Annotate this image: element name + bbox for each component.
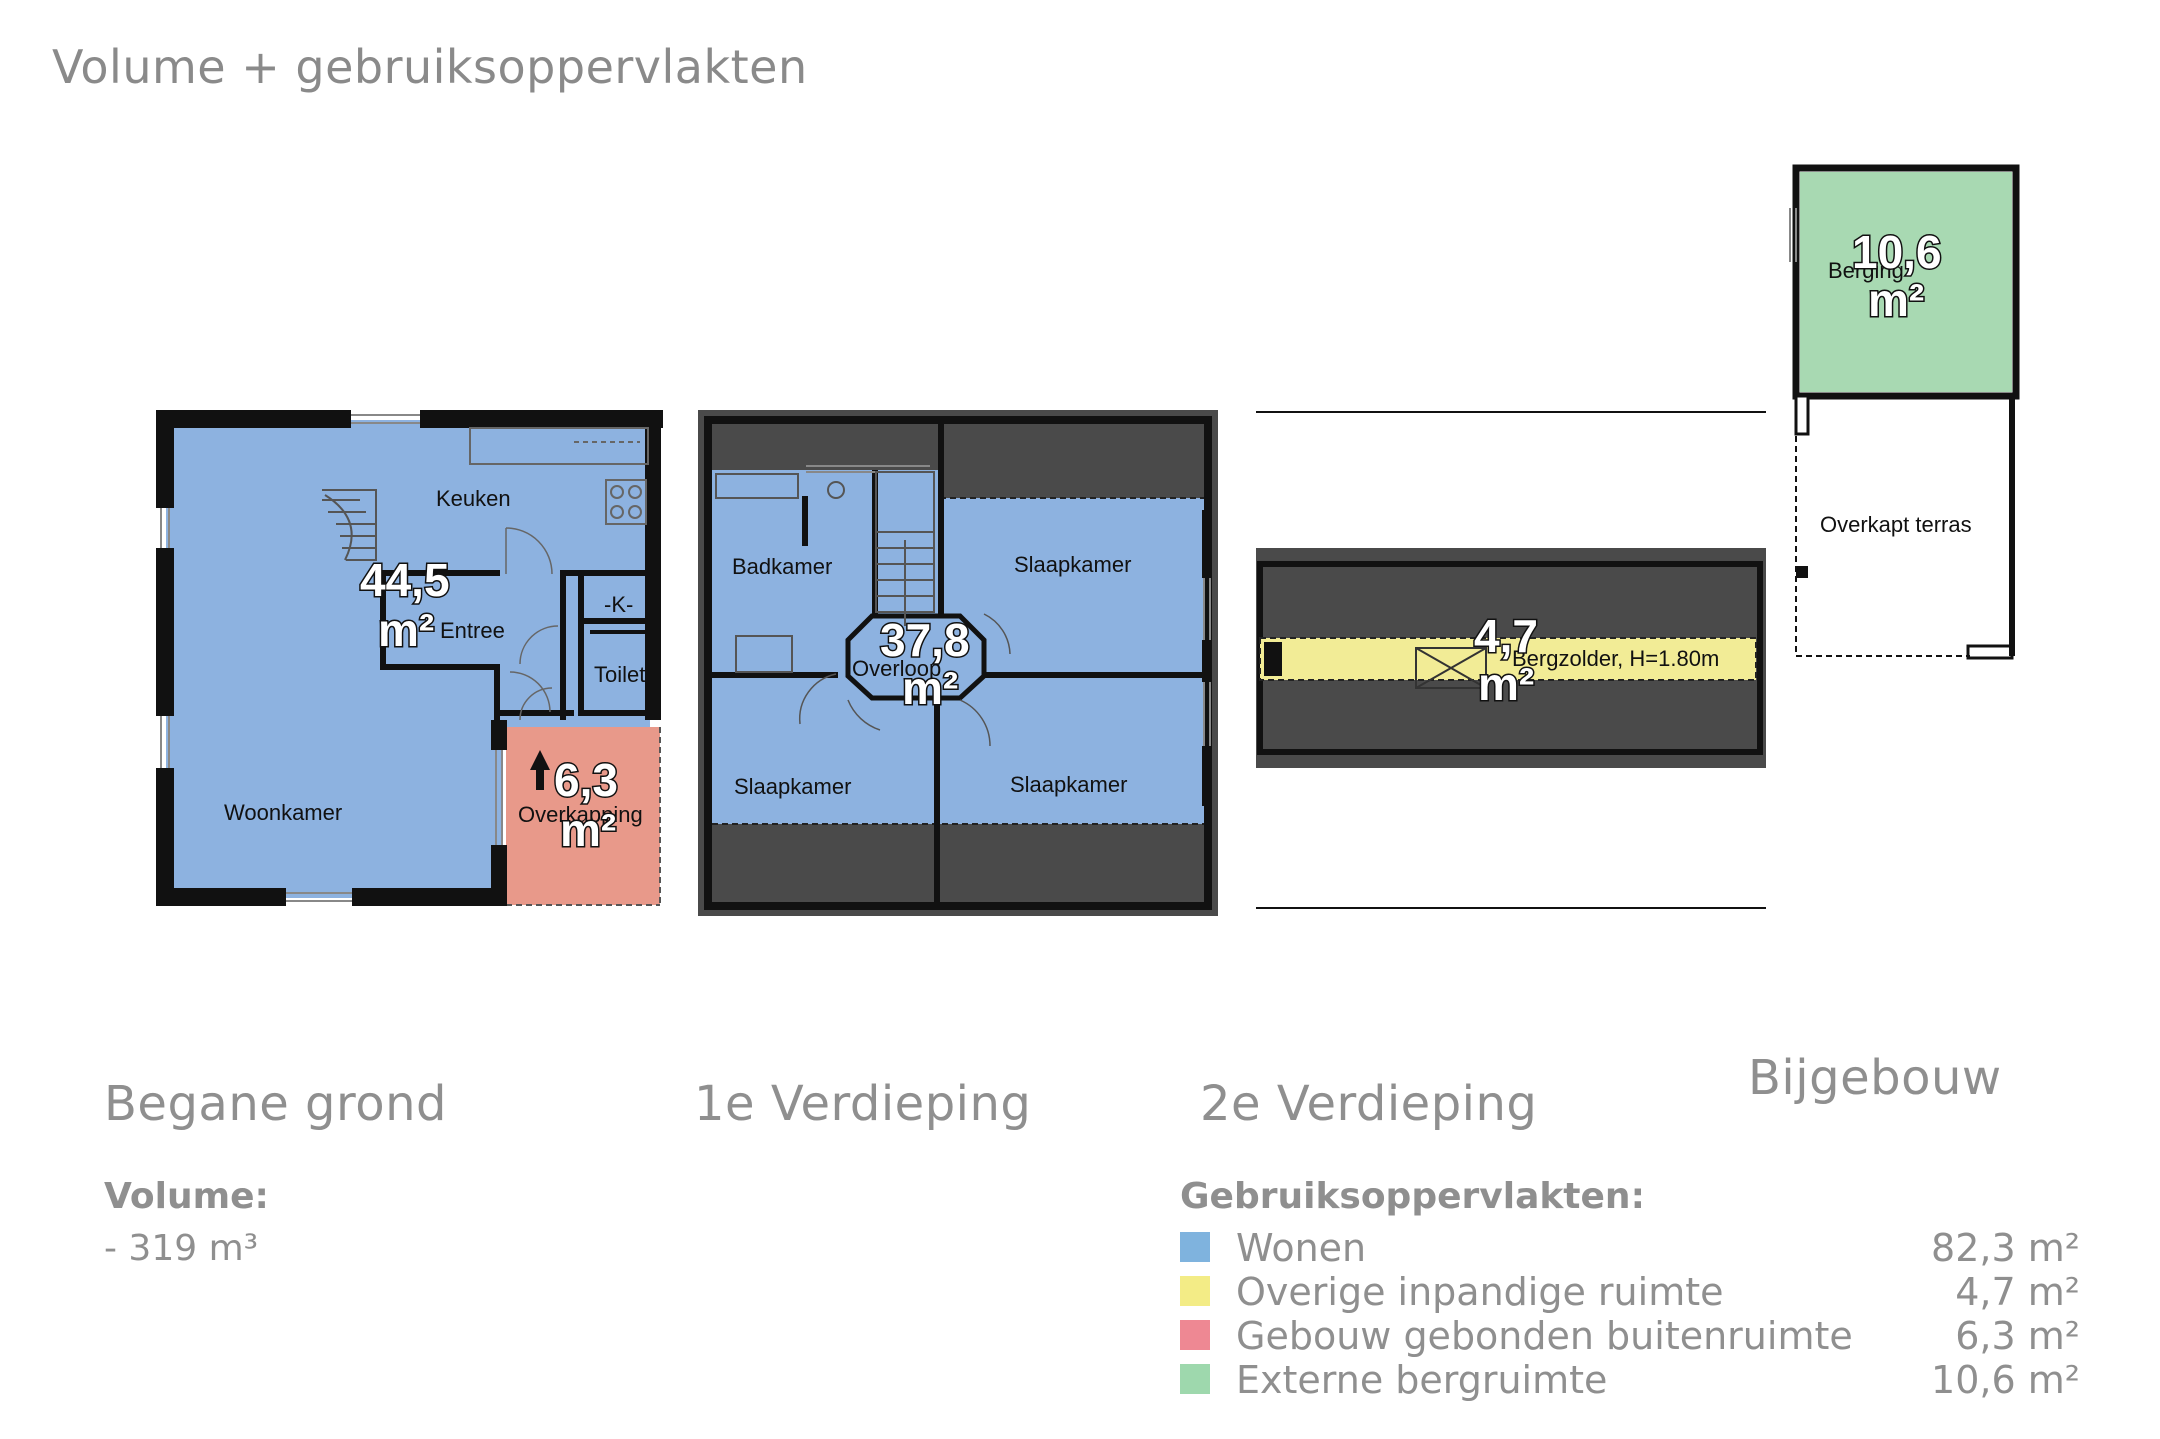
attic-storage-area [1259,637,1757,681]
volume-value: - 319 m³ [104,1228,259,1269]
living-area-ground [166,420,650,898]
room-badkamer: Badkamer [732,554,832,579]
legend-swatch [1180,1276,1210,1306]
area-value-first-living: 37,8 [880,614,970,666]
area-value-annex-shed: 10,6 [1852,226,1942,278]
room-slaapkamer-1: Slaapkamer [1014,552,1131,577]
room-woonkamer: Woonkamer [224,800,342,825]
legend-value: 82,3 m² [1931,1226,2080,1270]
room-toilet: Toilet [594,662,645,687]
shed-area [1800,172,2012,392]
ground-stair [322,489,377,561]
floor-label-second: 2e Verdieping [1200,1076,1538,1132]
legend-item-overige: Overige inpandige ruimte 4,7 m² [1180,1270,2080,1314]
ground-interior-walls [380,570,650,730]
legend-item-bergruimte: Externe bergruimte 10,6 m² [1180,1358,2080,1402]
legend-item-buitenruimte: Gebouw gebonden buitenruimte 6,3 m² [1180,1314,2080,1358]
legend-label: Wonen [1236,1226,1367,1270]
area-unit-ground-living: m² [378,604,434,656]
legend-label: Overige inpandige ruimte [1236,1270,1724,1314]
room-slaapkamer-3: Slaapkamer [1010,772,1127,797]
area-value-ground-living: 44,5 [360,554,450,606]
room-keuken: Keuken [436,486,511,511]
area-value-ground-outdoor: 6,3 [554,754,618,806]
room-overloop: Overloop [852,656,941,681]
legend-swatch [1180,1232,1210,1262]
overkapping-area [506,727,660,905]
annex-plan: Berging Overkapt terras 10,6 m² [1789,164,2020,660]
ground-exterior-walls [156,410,663,906]
area-unit-ground-outdoor: m² [560,804,616,856]
legend-item-wonen: Wonen 82,3 m² [1180,1226,2080,1270]
legend-swatch [1180,1364,1210,1394]
area-unit-second-storage: m² [1478,658,1534,710]
floor-label-ground: Begane grond [104,1076,447,1132]
room-berging: Berging [1828,258,1904,283]
legend-label: Externe bergruimte [1236,1358,1608,1402]
floor-label-annex: Bijgebouw [1748,1050,2002,1106]
area-unit-annex-shed: m² [1868,274,1924,326]
area-unit-first-living: m² [902,662,958,714]
room-bergzolder: Bergzolder, H=1.80m [1512,646,1719,671]
second-floor-plan: Bergzolder, H=1.80m 4,7 m² [1256,411,1766,909]
room-k: -K- [604,592,633,617]
legend-value: 4,7 m² [1955,1270,2080,1314]
room-slaapkamer-2: Slaapkamer [734,774,851,799]
floor-label-first: 1e Verdieping [694,1076,1032,1132]
legend-title: Gebruiksoppervlakten: [1180,1176,1645,1217]
ground-floor-plan: Keuken Entree -K- Toilet Woonkamer Overk… [156,410,663,906]
area-value-second-storage: 4,7 [1474,610,1538,662]
page-title: Volume + gebruiksoppervlakten [52,40,808,94]
room-overkapping: Overkapping [518,802,643,827]
legend-swatch [1180,1320,1210,1350]
volume-title: Volume: [104,1176,269,1217]
room-overkapt-terras: Overkapt terras [1820,512,1972,537]
room-entree: Entree [440,618,505,643]
legend-value: 6,3 m² [1955,1314,2080,1358]
first-floor-plan: Badkamer Slaapkamer Overloop Slaapkamer … [698,410,1218,916]
legend-value: 10,6 m² [1931,1358,2080,1402]
legend-label: Gebouw gebonden buitenruimte [1236,1314,1853,1358]
